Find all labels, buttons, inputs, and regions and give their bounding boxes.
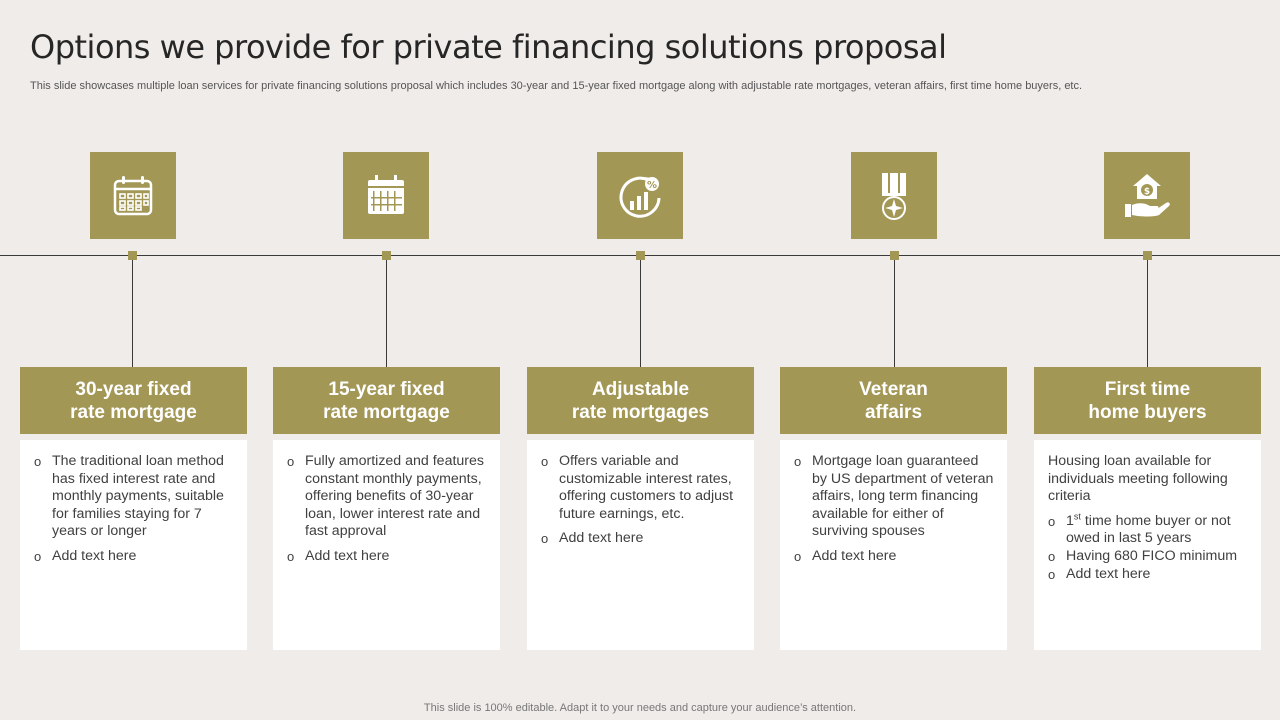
option-heading: First time home buyers bbox=[1034, 367, 1261, 434]
medal-icon bbox=[882, 172, 906, 220]
option-card: Offers variable and customizable interes… bbox=[527, 440, 754, 650]
option-heading: 30-year fixed rate mortgage bbox=[20, 367, 247, 434]
option-card: The traditional loan method has fixed in… bbox=[20, 440, 247, 650]
option-card: Mortgage loan guaranteed by US departmen… bbox=[780, 440, 1007, 650]
list-item: Add text here bbox=[34, 548, 235, 566]
timeline-connector bbox=[1147, 260, 1148, 368]
heading-line: First time bbox=[1104, 378, 1191, 400]
option-heading: Adjustable rate mortgages bbox=[527, 367, 754, 434]
option-heading: Veteran affairs bbox=[780, 367, 1007, 434]
calendar-grid-icon-box bbox=[343, 152, 429, 239]
svg-text:$: $ bbox=[1144, 187, 1150, 197]
list-item: Add text here bbox=[287, 548, 488, 566]
growth-chart-percent-icon: % bbox=[619, 176, 661, 218]
timeline-marker bbox=[128, 251, 137, 260]
timeline-marker bbox=[382, 251, 391, 260]
heading-line: rate mortgage bbox=[323, 401, 450, 423]
house-hand-dollar-icon-box: $ bbox=[1104, 152, 1190, 239]
ordinal-number: 1 bbox=[1066, 512, 1074, 529]
list-item: 1st time home buyer or not owed in last … bbox=[1048, 511, 1249, 548]
calendar-icon-box bbox=[90, 152, 176, 239]
timeline-connector bbox=[386, 260, 387, 368]
timeline-marker bbox=[636, 251, 645, 260]
list-item: Having 680 FICO minimum bbox=[1048, 548, 1249, 566]
list-item: Add text here bbox=[794, 548, 995, 566]
house-hand-dollar-icon: $ bbox=[1125, 173, 1170, 217]
option-heading: 15-year fixed rate mortgage bbox=[273, 367, 500, 434]
list-item: Add text here bbox=[1048, 566, 1249, 584]
list-item: Add text here bbox=[541, 530, 742, 548]
svg-text:%: % bbox=[647, 180, 657, 191]
heading-line: 30-year fixed bbox=[75, 378, 192, 400]
heading-line: affairs bbox=[864, 401, 923, 423]
bullet-text: time home buyer or not owed in last 5 ye… bbox=[1066, 512, 1231, 547]
list-item: Fully amortized and features constant mo… bbox=[287, 453, 488, 541]
option-card: Housing loan available for individuals m… bbox=[1034, 440, 1261, 650]
list-item: Offers variable and customizable interes… bbox=[541, 453, 742, 523]
timeline-connector bbox=[132, 260, 133, 368]
page-subtitle: This slide showcases multiple loan servi… bbox=[30, 80, 1083, 92]
calendar-icon bbox=[113, 175, 153, 215]
heading-line: 15-year fixed bbox=[328, 378, 445, 400]
timeline-marker bbox=[890, 251, 899, 260]
list-item: The traditional loan method has fixed in… bbox=[34, 453, 235, 541]
timeline-marker bbox=[1143, 251, 1152, 260]
heading-line: Adjustable bbox=[591, 378, 690, 400]
ordinal-suffix: st bbox=[1073, 511, 1081, 522]
timeline-connector bbox=[894, 260, 895, 368]
calendar-grid-icon bbox=[368, 174, 404, 214]
medal-icon-box bbox=[851, 152, 937, 239]
footer-note: This slide is 100% editable. Adapt it to… bbox=[423, 702, 857, 714]
page-title: Options we provide for private financing… bbox=[30, 28, 947, 66]
option-card: Fully amortized and features constant mo… bbox=[273, 440, 500, 650]
card-intro: Housing loan available for individuals m… bbox=[1048, 453, 1228, 505]
growth-chart-percent-icon-box: % bbox=[597, 152, 683, 239]
heading-line: rate mortgage bbox=[70, 401, 197, 423]
heading-line: Veteran bbox=[859, 378, 928, 400]
heading-line: rate mortgages bbox=[571, 401, 710, 423]
heading-line: home buyers bbox=[1088, 401, 1207, 423]
list-item: Mortgage loan guaranteed by US departmen… bbox=[794, 453, 995, 541]
timeline-connector bbox=[640, 260, 641, 368]
